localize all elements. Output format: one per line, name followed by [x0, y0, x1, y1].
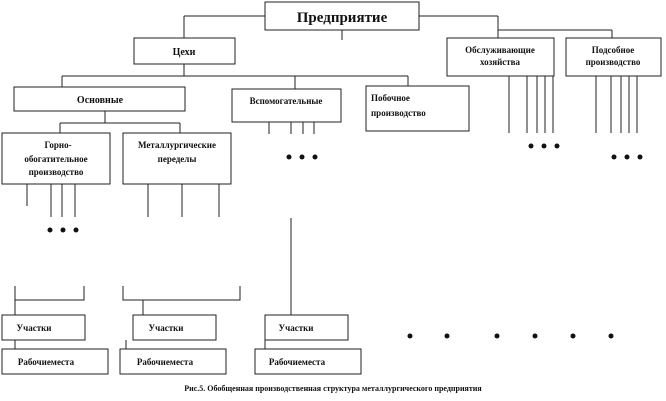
node-workplaces-1: Рабочиеместа: [1, 348, 109, 375]
node-mining-label-1: Горно-: [44, 140, 71, 150]
node-workplaces-3: Рабочиеместа: [254, 348, 362, 375]
node-metallurgical-label-1: Металлургические: [138, 140, 216, 150]
node-workplaces-3-box: [254, 348, 362, 375]
ellipsis-dot: [570, 333, 576, 339]
node-section-1-box: [1, 314, 86, 341]
node-mining-label-3: производство: [29, 167, 84, 177]
node-subsidiary-label-2: производство: [586, 57, 641, 67]
node-secondary: Побочное производство: [365, 85, 470, 132]
node-subsidiary-box: [565, 37, 662, 77]
connectors: [14, 15, 638, 349]
figure-caption: Рис.5. Обобщенная производственная струк…: [184, 384, 482, 393]
ellipsis-dot: [60, 227, 66, 233]
bracket-section-1: [14, 286, 85, 301]
node-enterprise-label: Предприятие: [297, 10, 388, 26]
node-metallurgical-box: [122, 132, 232, 185]
node-metallurgical-label-2: переделы: [158, 154, 197, 164]
ellipsis-dot: [532, 333, 538, 339]
node-shops-box: [133, 37, 236, 65]
node-section-3-box: [264, 314, 349, 341]
ellipsis-dot: [73, 227, 79, 233]
node-enterprise: Предприятие: [264, 1, 420, 31]
ellipsis-dots: [47, 143, 643, 339]
ellipsis-dot: [47, 227, 53, 233]
node-main: Основные: [13, 86, 186, 112]
ellipsis-dot: [286, 154, 292, 160]
ellipsis-dot: [554, 143, 560, 149]
node-service-box: [446, 37, 555, 77]
node-subsidiary-label-1: Подсобное: [592, 45, 634, 55]
node-shops-label: Цехи: [173, 47, 196, 58]
node-workplaces-1-label: Рабочиеместа: [18, 357, 75, 367]
node-shops: Цехи: [133, 37, 236, 65]
node-subsidiary: Подсобное производство: [565, 37, 662, 77]
ellipsis-dot: [541, 143, 547, 149]
ellipsis-dot: [444, 333, 450, 339]
node-enterprise-box: [264, 1, 420, 31]
ellipsis-dot: [407, 333, 413, 339]
node-mining: Горно- обогатительное производство: [1, 132, 111, 185]
node-auxiliary-label: Вспомогательные: [250, 96, 323, 106]
node-section-1-label: Участки: [17, 323, 52, 333]
node-secondary-label-1: Побочное: [371, 93, 410, 103]
node-service-label-1: Обслуживающие: [465, 45, 535, 55]
node-auxiliary-box: [231, 88, 342, 123]
node-main-box: [13, 86, 186, 112]
node-main-label: Основные: [77, 95, 124, 106]
node-secondary-box: [365, 85, 470, 132]
node-workplaces-1-box: [1, 348, 109, 375]
ellipsis-dot: [611, 154, 617, 160]
node-section-3: Участки: [264, 314, 349, 341]
node-section-2-label: Участки: [149, 323, 184, 333]
node-service: Обслуживающие хозяйства: [446, 37, 555, 77]
ellipsis-dot: [637, 154, 643, 160]
node-mining-label-2: обогатительное: [24, 154, 87, 164]
node-workplaces-2-box: [119, 348, 227, 375]
ellipsis-dot: [608, 333, 614, 339]
node-section-1: Участки: [1, 314, 86, 341]
node-metallurgical: Металлургические переделы: [122, 132, 232, 185]
node-section-3-label: Участки: [279, 323, 314, 333]
ellipsis-dot: [624, 154, 630, 160]
node-workplaces-2-label: Рабочиеместа: [137, 357, 194, 367]
node-workplaces-2: Рабочиеместа: [119, 348, 227, 375]
node-workplaces-3-label: Рабочиеместа: [269, 357, 326, 367]
ellipsis-dot: [312, 154, 318, 160]
bracket-section-2: [122, 286, 241, 301]
ellipsis-dot: [494, 333, 500, 339]
node-secondary-label-2: производство: [371, 108, 426, 118]
node-section-2: Участки: [132, 314, 217, 341]
ellipsis-dot: [299, 154, 305, 160]
node-auxiliary: Вспомогательные: [231, 88, 342, 123]
node-service-label-2: хозяйства: [480, 57, 521, 67]
node-section-2-box: [132, 314, 217, 341]
node-mining-box: [1, 132, 111, 185]
ellipsis-dot: [528, 143, 534, 149]
